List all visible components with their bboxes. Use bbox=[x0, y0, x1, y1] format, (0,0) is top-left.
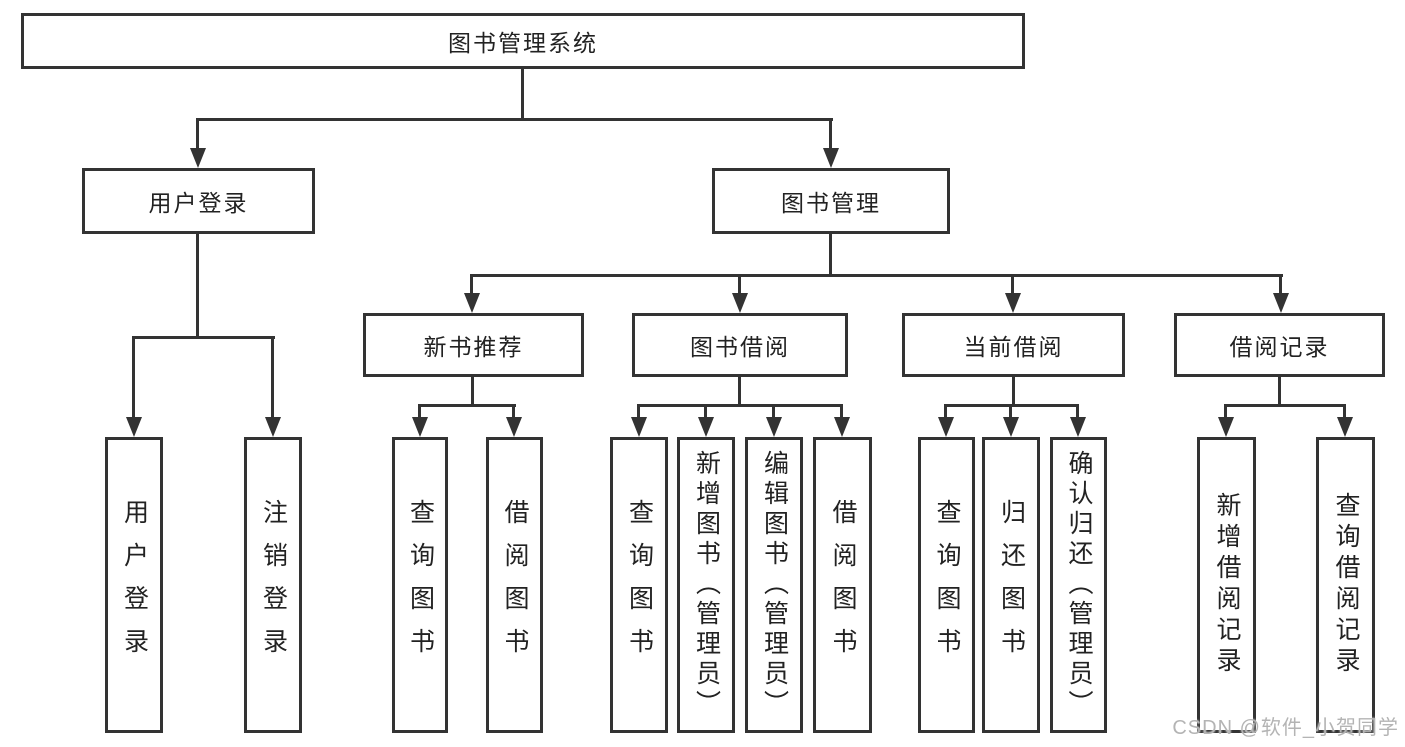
leaf-records-query-record-label: 查询借阅记录 bbox=[1332, 492, 1360, 678]
connector-book-mgmt-stub-line bbox=[829, 234, 832, 274]
connector-leaf-shaft-line bbox=[944, 404, 947, 419]
leaf-user-login: 用户登录 bbox=[105, 437, 163, 733]
leaf-newrec-query-books: 查询图书 bbox=[392, 437, 448, 733]
connector-root-branch-line bbox=[197, 118, 833, 121]
connector-leaf-shaft-line bbox=[271, 336, 274, 419]
connector-leaf-shaft-line bbox=[704, 404, 707, 419]
connector-leaf-shaft-line bbox=[840, 404, 843, 419]
arrow-down-icon bbox=[506, 417, 522, 437]
node-new-book-recommendation-label: 新书推荐 bbox=[423, 334, 524, 360]
leaf-newrec-query-books-label: 查询图书 bbox=[406, 499, 435, 671]
arrow-down-icon bbox=[1218, 417, 1234, 437]
connector-leaf-shaft-line bbox=[1076, 404, 1079, 419]
connector-level3-shaft-line bbox=[1011, 274, 1014, 295]
connector-newrec-branch-line bbox=[418, 404, 516, 407]
connector-leaf-shaft-line bbox=[418, 404, 421, 419]
arrow-down-icon bbox=[464, 293, 480, 313]
node-new-book-recommendation: 新书推荐 bbox=[363, 313, 584, 377]
leaf-logout: 注销登录 bbox=[244, 437, 302, 733]
arrow-down-icon bbox=[1273, 293, 1289, 313]
leaf-records-add-record: 新增借阅记录 bbox=[1197, 437, 1256, 733]
leaf-newrec-borrow-books: 借阅图书 bbox=[486, 437, 543, 733]
connector-user-login-stub-line bbox=[196, 234, 199, 336]
leaf-borrow-borrow-books-label: 借阅图书 bbox=[829, 499, 857, 671]
connector-leaf-shaft-line bbox=[1224, 404, 1227, 419]
leaf-current-confirm-return-admin: 确认归还（管理员） bbox=[1050, 437, 1107, 733]
node-book-management: 图书管理 bbox=[712, 168, 950, 234]
connector-level3-shaft-line bbox=[470, 274, 473, 295]
node-current-borrowing-label: 当前借阅 bbox=[963, 334, 1064, 360]
node-library-system-label: 图书管理系统 bbox=[448, 30, 598, 56]
leaf-records-add-record-label: 新增借阅记录 bbox=[1213, 492, 1241, 678]
leaf-logout-label: 注销登录 bbox=[259, 499, 288, 671]
connector-level3-shaft-line bbox=[738, 274, 741, 295]
leaf-records-query-record: 查询借阅记录 bbox=[1316, 437, 1375, 733]
leaf-borrow-borrow-books: 借阅图书 bbox=[813, 437, 872, 733]
arrow-down-icon bbox=[412, 417, 428, 437]
connector-current-stub-line bbox=[1012, 377, 1015, 404]
connector-borrow-stub-line bbox=[738, 377, 741, 404]
connector-root-stub-line bbox=[521, 67, 524, 121]
leaf-user-login-label: 用户登录 bbox=[120, 499, 149, 671]
leaf-borrow-edit-book-admin: 编辑图书（管理员） bbox=[745, 437, 803, 733]
connector-leaf-shaft-line bbox=[512, 404, 515, 419]
connector-records-branch-line bbox=[1224, 404, 1346, 407]
arrow-down-icon bbox=[126, 417, 142, 437]
connector-leaf-shaft-line bbox=[772, 404, 775, 419]
leaf-borrow-query-books-label: 查询图书 bbox=[625, 499, 654, 671]
leaf-current-query-books-label: 查询图书 bbox=[933, 499, 961, 671]
node-user-login-label: 用户登录 bbox=[148, 190, 249, 216]
node-library-system: 图书管理系统 bbox=[21, 13, 1025, 69]
watermark-csdn: CSDN @软件_小贺同学 bbox=[1172, 717, 1399, 739]
arrow-down-icon bbox=[265, 417, 281, 437]
leaf-borrow-edit-book-admin-label: 编辑图书（管理员） bbox=[760, 450, 789, 720]
connector-leaf-shaft-line bbox=[1343, 404, 1346, 419]
connector-book-mgmt-branch-line bbox=[470, 274, 1283, 277]
node-book-management-label: 图书管理 bbox=[781, 190, 881, 216]
node-user-login: 用户登录 bbox=[82, 168, 315, 234]
arrow-down-icon bbox=[766, 417, 782, 437]
arrow-down-icon bbox=[823, 148, 839, 168]
connector-level3-shaft-line bbox=[1279, 274, 1282, 295]
node-book-borrowing: 图书借阅 bbox=[632, 313, 848, 377]
node-borrowing-records: 借阅记录 bbox=[1174, 313, 1385, 377]
arrow-down-icon bbox=[1337, 417, 1353, 437]
leaf-newrec-borrow-books-label: 借阅图书 bbox=[501, 499, 529, 671]
leaf-borrow-add-book-admin-label: 新增图书（管理员） bbox=[692, 450, 721, 720]
connector-book-mgmt-shaft-line bbox=[829, 118, 832, 152]
arrow-down-icon bbox=[190, 148, 206, 168]
node-book-borrowing-label: 图书借阅 bbox=[690, 334, 790, 360]
arrow-down-icon bbox=[1003, 417, 1019, 437]
node-current-borrowing: 当前借阅 bbox=[902, 313, 1125, 377]
arrow-down-icon bbox=[732, 293, 748, 313]
connector-records-stub-line bbox=[1278, 377, 1281, 404]
leaf-borrow-add-book-admin: 新增图书（管理员） bbox=[677, 437, 735, 733]
arrow-down-icon bbox=[938, 417, 954, 437]
leaf-borrow-query-books: 查询图书 bbox=[610, 437, 668, 733]
arrow-down-icon bbox=[698, 417, 714, 437]
arrow-down-icon bbox=[1005, 293, 1021, 313]
arrow-down-icon bbox=[1070, 417, 1086, 437]
connector-leaf-shaft-line bbox=[1009, 404, 1012, 419]
leaf-current-query-books: 查询图书 bbox=[918, 437, 975, 733]
connector-user-login-branch-line bbox=[132, 336, 275, 339]
connector-newrec-stub-line bbox=[471, 377, 474, 404]
connector-user-login-shaft-line bbox=[196, 118, 199, 152]
arrow-down-icon bbox=[834, 417, 850, 437]
arrow-down-icon bbox=[631, 417, 647, 437]
connector-leaf-shaft-line bbox=[132, 336, 135, 419]
node-borrowing-records-label: 借阅记录 bbox=[1229, 334, 1330, 360]
leaf-current-confirm-return-admin-label: 确认归还（管理员） bbox=[1065, 450, 1093, 720]
leaf-current-return-book: 归还图书 bbox=[982, 437, 1040, 733]
connector-leaf-shaft-line bbox=[637, 404, 640, 419]
leaf-current-return-book-label: 归还图书 bbox=[997, 499, 1026, 671]
connector-borrow-branch-line bbox=[637, 404, 843, 407]
